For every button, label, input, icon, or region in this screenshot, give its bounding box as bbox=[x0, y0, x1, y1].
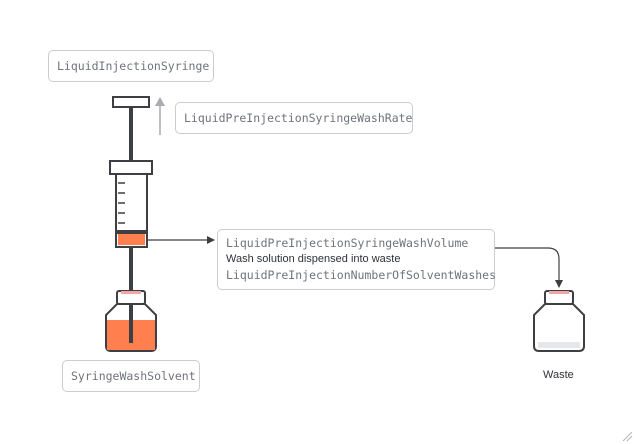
waste-bottle-body bbox=[533, 303, 585, 352]
syringe-flange bbox=[109, 160, 153, 175]
up-arrow-icon bbox=[155, 97, 165, 135]
solvent-bottle bbox=[105, 290, 157, 352]
wash-volume-label-box: LiquidPreInjectionSyringeWashVolume Wash… bbox=[217, 229, 497, 290]
waste-bottle bbox=[533, 290, 585, 352]
solvent-cap-seal bbox=[121, 291, 141, 294]
solvent-label-box: SyringeWashSolvent bbox=[62, 360, 200, 392]
waste-arrow bbox=[495, 247, 563, 288]
num-solvent-washes-label: LiquidPreInjectionNumberOfSolventWashes bbox=[226, 268, 497, 282]
plunger-handle bbox=[112, 96, 150, 108]
wash-volume-label: LiquidPreInjectionSyringeWashVolume bbox=[226, 236, 469, 250]
waste-label: Waste bbox=[543, 369, 574, 381]
syringe-label: LiquidInjectionSyringe bbox=[57, 59, 210, 73]
solvent-label: SyringeWashSolvent bbox=[71, 369, 196, 383]
syringe-label-box: LiquidInjectionSyringe bbox=[48, 50, 214, 82]
resize-grip-icon[interactable] bbox=[621, 430, 633, 442]
waste-cap-seal bbox=[549, 291, 569, 294]
barrel-graduations bbox=[118, 182, 125, 224]
wash-rate-label: LiquidPreInjectionSyringeWashRate bbox=[184, 111, 413, 125]
plunger-stopper bbox=[117, 230, 146, 234]
waste-residue bbox=[538, 342, 580, 348]
syringe-liquid bbox=[118, 234, 145, 245]
wash-rate-label-box: LiquidPreInjectionSyringeWashRate bbox=[175, 102, 413, 134]
wash-description: Wash solution dispensed into waste bbox=[226, 253, 401, 265]
